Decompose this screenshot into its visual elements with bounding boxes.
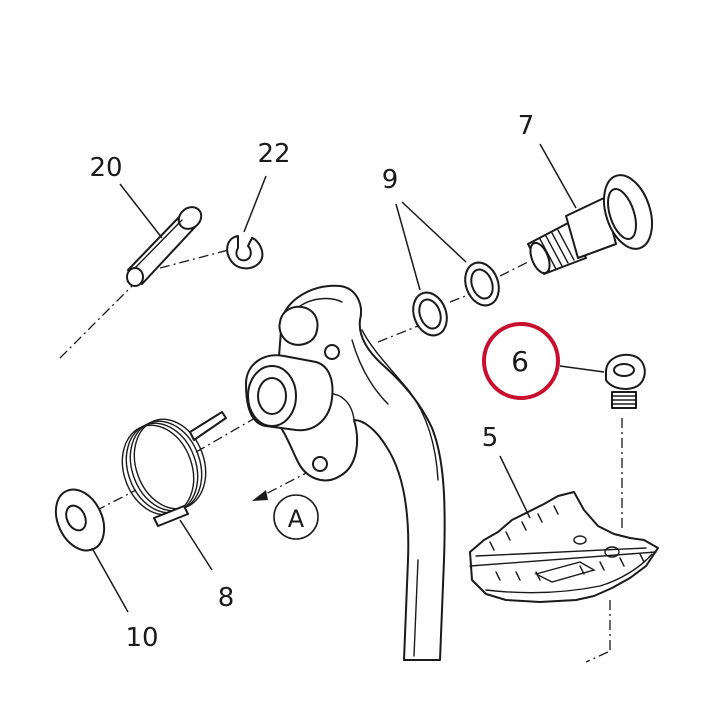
leader-20: [119, 183, 163, 239]
part-5-footpeg: [469, 491, 659, 603]
part-20-pin: [126, 206, 203, 287]
leader-8: [179, 519, 213, 571]
axis-pin: [59, 281, 137, 359]
part-22-clip: [226, 235, 264, 270]
label-22: 22: [257, 139, 290, 169]
leader-6: [559, 365, 605, 373]
axis-clip: [159, 247, 237, 269]
axis-shaft-2: [449, 294, 469, 303]
label-6: 6: [511, 345, 529, 378]
label-9: 9: [382, 165, 399, 195]
axis-spring-1: [77, 489, 137, 521]
label-5: 5: [482, 423, 499, 453]
axis-view-a: [261, 469, 313, 497]
label-view-a: A: [288, 505, 305, 533]
part-8-spring: [121, 411, 227, 527]
part-9-orings: [412, 261, 500, 337]
highlight-circle: [482, 322, 560, 400]
leader-22: [243, 175, 267, 233]
leader-10: [91, 547, 129, 613]
axis-shaft-1: [377, 325, 419, 343]
view-a-bubble: [273, 494, 319, 540]
label-8: 8: [218, 583, 235, 613]
assembly-axes: [59, 247, 623, 663]
label-20: 20: [89, 153, 122, 183]
leader-9b: [401, 201, 467, 263]
part-labels: 20 22 9 7 6 5 8 10 A: [89, 111, 534, 653]
leader-7: [539, 143, 577, 209]
part-10-washer: [54, 488, 106, 552]
label-10: 10: [125, 623, 158, 653]
axis-spring-2: [195, 413, 263, 453]
part-6-screw: [605, 353, 646, 409]
view-a-arrow-icon: [252, 490, 268, 501]
axis-screw-end: [585, 651, 609, 663]
leader-5: [499, 455, 531, 519]
brake-lever-arm: [245, 284, 446, 661]
part-7-shaft-bolt: [527, 174, 653, 275]
leader-9a: [395, 203, 421, 291]
label-7: 7: [518, 111, 535, 141]
leader-lines: [91, 143, 605, 613]
axis-shaft-3: [499, 261, 529, 277]
